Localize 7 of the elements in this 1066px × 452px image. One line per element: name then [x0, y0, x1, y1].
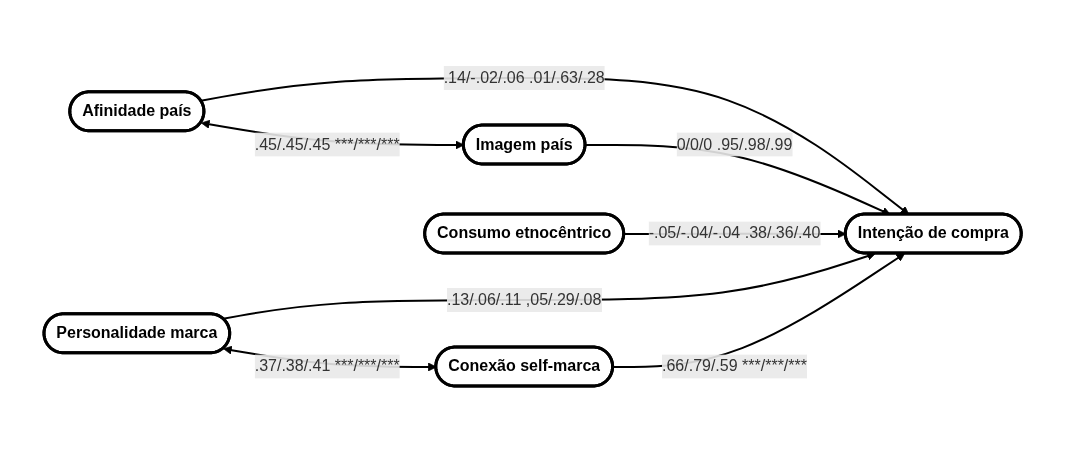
- edge-label: -.05/-.04/-.04 .38/.36/.40: [649, 224, 821, 242]
- edge-label: .13/.06/.11 ,05/.29/.08: [447, 291, 602, 308]
- edge-label: .37/.38/.41 ***/***/***: [255, 357, 401, 375]
- edge-label: .45/.45/.45 ***/***/***: [255, 135, 401, 153]
- edge-label: 0/0/0 .95/.98/.99: [677, 135, 793, 153]
- edge-label: .66/.79/.59 ***/***/***: [662, 357, 808, 375]
- edge-label: .14/-.02/.06 .01/.63/.28: [444, 69, 606, 86]
